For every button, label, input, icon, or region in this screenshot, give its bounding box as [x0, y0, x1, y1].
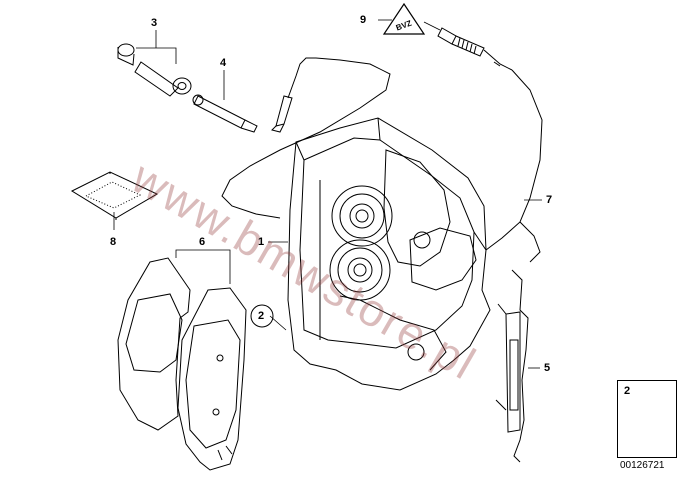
wear-sensor-wire: [221, 57, 391, 219]
callout-3: 3: [151, 17, 158, 29]
callout-8: 8: [110, 236, 117, 248]
brake-pad-set: [117, 257, 247, 471]
grease-packet: [70, 171, 159, 220]
warning-triangle-icon: [382, 2, 426, 35]
document-number: 00126721: [620, 460, 665, 471]
callout-9: 9: [360, 14, 367, 26]
caliper-pistons: [329, 185, 393, 301]
legend-box: 2: [617, 380, 677, 458]
callout-7: 7: [546, 194, 553, 206]
guide-pin: [192, 94, 258, 133]
callout-6: 6: [199, 236, 206, 248]
wear-sensor-cable: [437, 27, 543, 263]
anti-rattle-spring: [495, 269, 529, 463]
guide-bolt-sleeve: [117, 43, 192, 97]
callout-1: 1: [258, 236, 265, 248]
legend-part-number: 2: [624, 385, 631, 397]
callout-4: 4: [220, 57, 227, 69]
callout-2: 2: [258, 310, 265, 322]
callout-5: 5: [544, 362, 551, 374]
callout-circle-2: [250, 304, 274, 328]
